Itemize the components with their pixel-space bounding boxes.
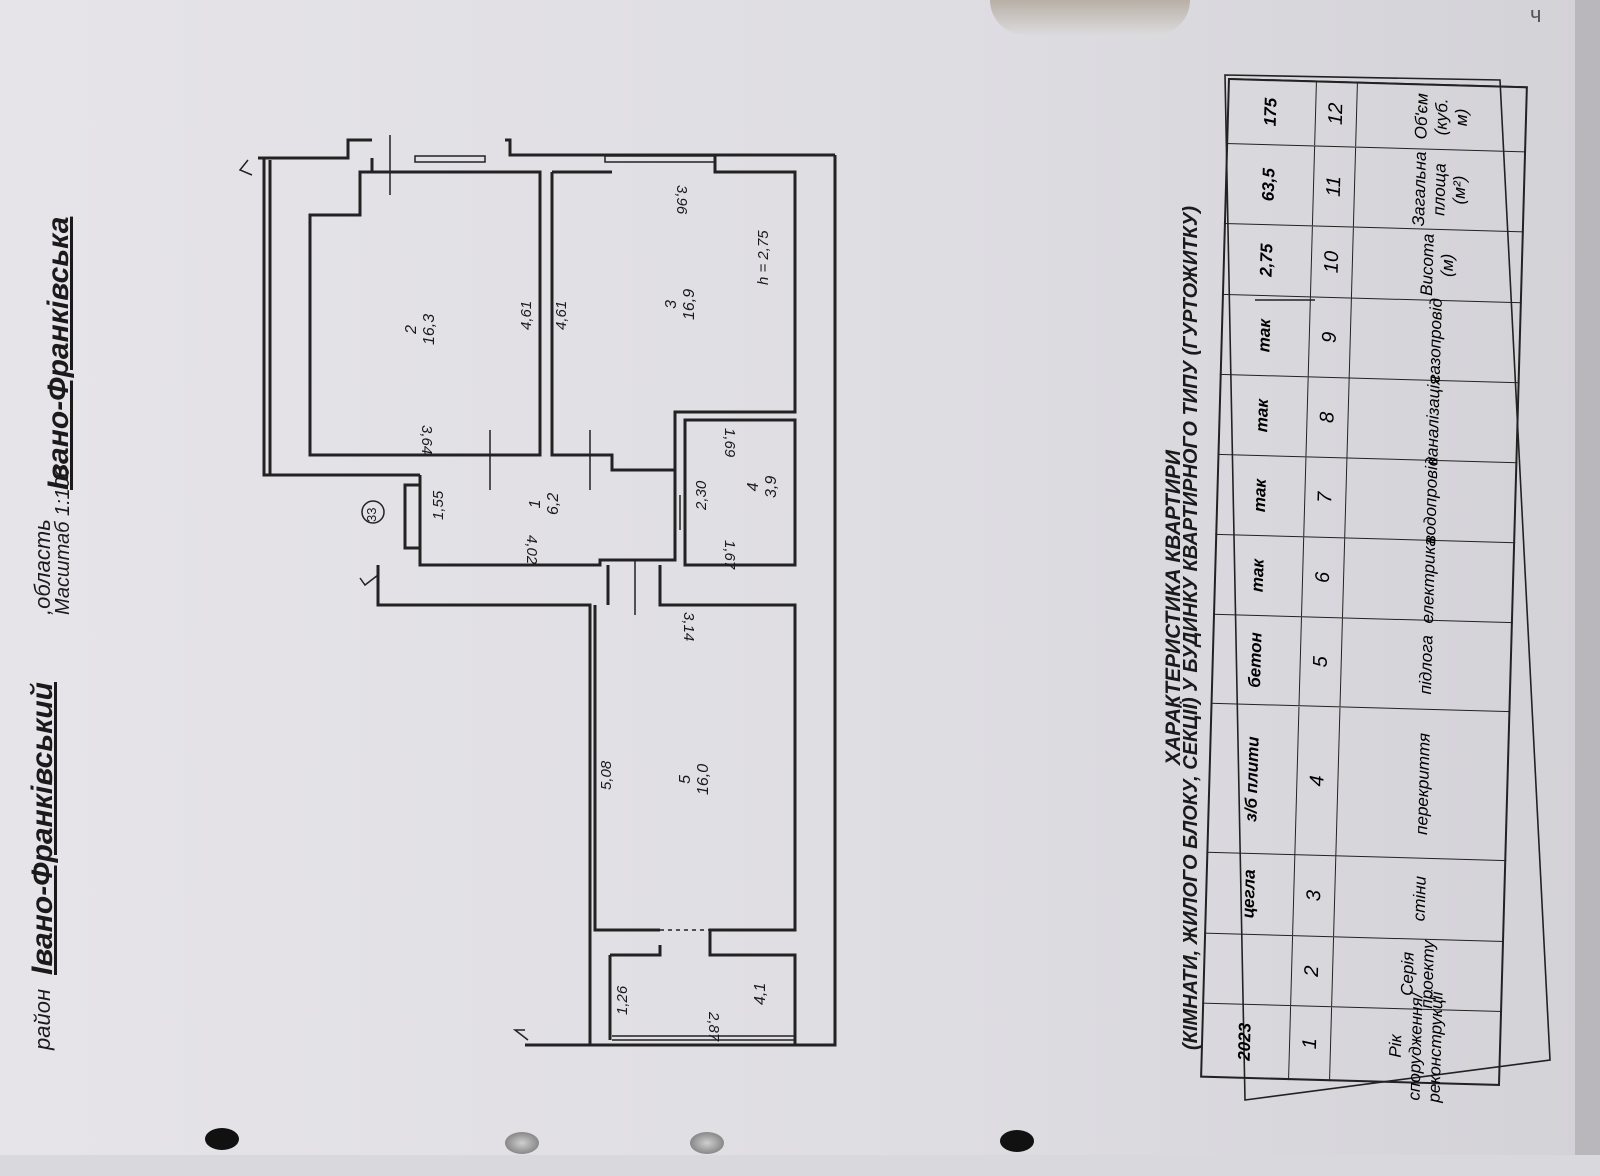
table-column: Об'єм (куб. м) 12 175 — [1226, 78, 1528, 152]
table-value-cell: так — [1249, 478, 1270, 513]
table-header-cell: Висота (м) — [1417, 233, 1458, 296]
table-header-cell: підлога — [1415, 634, 1437, 695]
binding-hole — [1000, 1130, 1034, 1152]
binding-rivet — [690, 1132, 724, 1154]
corner-mark: ч — [1530, 2, 1542, 27]
table-column: електрика 6 так — [1213, 533, 1516, 624]
table-value-cell: так — [1254, 318, 1275, 353]
room-1-outline — [418, 470, 677, 567]
table-header-cell: Рік спорудження/ реконструкції — [1385, 991, 1447, 1103]
table-value-cell: так — [1247, 558, 1268, 593]
table-value-cell: бетон — [1244, 631, 1266, 688]
table-column: Загальна площа (м²) 11 63,5 — [1223, 142, 1527, 232]
table-column-number: 7 — [1303, 457, 1348, 538]
table-header-cell: водопровід — [1420, 456, 1442, 545]
room-5-outline — [593, 605, 660, 932]
table-column-number: 2 — [1290, 936, 1335, 1007]
table-value-cell: 63,5 — [1258, 167, 1279, 202]
table-header-cell: газопровід — [1424, 297, 1446, 383]
table-column: Рік спорудження/ реконструкції 1 2023 — [1200, 991, 1503, 1103]
binding-hole — [205, 1128, 239, 1150]
table-column-number: 11 — [1311, 146, 1357, 227]
table-column: газопровід 9 так — [1219, 293, 1522, 383]
table-header-cell: перекриття — [1411, 732, 1434, 835]
table-value-cell: 2023 — [1234, 1022, 1255, 1062]
table-column: Висота (м) 10 2,75 — [1221, 222, 1524, 303]
room-4-outline — [683, 418, 797, 567]
table-header-cell: Загальна площа (м²) — [1408, 150, 1470, 227]
room-2-outline — [308, 158, 542, 457]
table-column: перекриття 4 з/б плити — [1206, 702, 1511, 861]
table-value-cell: так — [1252, 398, 1273, 433]
table-header-cell: стіни — [1409, 875, 1430, 922]
table-column: стіни 3 цегла — [1204, 851, 1507, 942]
room-3-outline — [550, 155, 797, 472]
table-column: каналізація 8 так — [1217, 373, 1520, 466]
table-column-number: 1 — [1288, 1006, 1333, 1082]
table-column-number: 3 — [1292, 855, 1337, 937]
binding-rivet — [505, 1132, 539, 1154]
paper-edge — [1575, 0, 1600, 1155]
table-value-cell: 175 — [1260, 97, 1281, 127]
marker-circle — [361, 500, 385, 524]
table-header-cell: каналізація — [1422, 375, 1444, 466]
table-column: підлога 5 бетон — [1210, 613, 1513, 711]
table-value-cell: 2,75 — [1256, 243, 1277, 277]
table-value-cell: з/б плити — [1241, 735, 1263, 822]
table-column-number: 10 — [1309, 226, 1354, 298]
paper-shadow — [990, 0, 1190, 35]
table-column-number: 6 — [1301, 537, 1346, 618]
table-column-number: 9 — [1307, 297, 1352, 378]
table-column-number: 4 — [1294, 705, 1341, 856]
table-header-cell: електрика — [1417, 536, 1440, 624]
table-header-cell: Об'єм (куб. м) — [1411, 92, 1472, 140]
table-column-number: 5 — [1298, 617, 1343, 707]
table-column-number: 8 — [1305, 377, 1350, 458]
table-column: водопровід 7 так — [1215, 453, 1518, 545]
table-value-cell — [1202, 934, 1292, 1005]
table-value-cell: цегла — [1238, 869, 1259, 919]
table-column-number: 12 — [1314, 81, 1358, 147]
outer-wall — [525, 155, 837, 1047]
